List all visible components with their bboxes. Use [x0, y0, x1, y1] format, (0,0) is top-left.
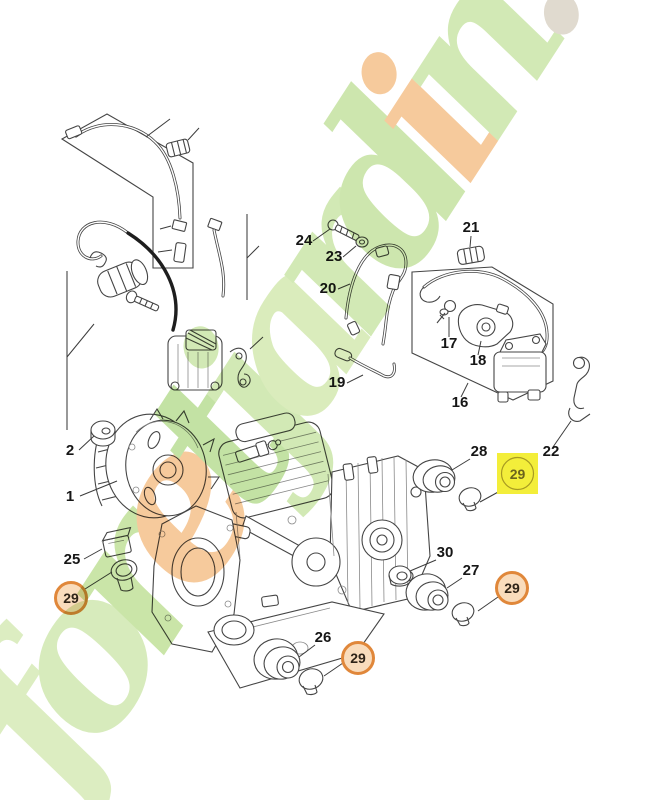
callout-ring [54, 581, 88, 615]
cylinder [218, 412, 335, 519]
part-label-16[interactable]: 16 [452, 394, 469, 411]
callout-number: 29 [510, 466, 526, 482]
callout-number: 29 [350, 650, 366, 666]
coil-clamp-strap [229, 347, 251, 388]
spring-bracket-22 [568, 356, 591, 422]
flywheel-nut [90, 420, 116, 447]
plug-cap-29-left [110, 559, 138, 592]
ignition-lead-wire [126, 231, 178, 332]
callout-29-yellow-highlighted[interactable]: 29 [497, 453, 538, 494]
plug-cap-27 [451, 602, 475, 622]
ignition-module-box [411, 266, 554, 403]
wiring-harness-box [60, 113, 200, 269]
part-label-26[interactable]: 26 [315, 629, 332, 646]
bushing-30 [388, 565, 412, 587]
callout-number: 29 [63, 590, 79, 606]
spark-plug [235, 439, 282, 463]
boot-screw [125, 290, 160, 312]
ignition-coil-left [167, 329, 264, 391]
washer-23 [355, 236, 369, 248]
part-label-30[interactable]: 30 [437, 544, 454, 561]
trigger-module [457, 303, 514, 348]
wire-end-clip [65, 125, 83, 140]
annular-buffer-28 [412, 459, 482, 512]
callout-29-orange-bottom[interactable]: 29 [341, 641, 375, 675]
cable-clip-21 [456, 245, 485, 265]
callout-number: 29 [504, 580, 520, 596]
part-label-18[interactable]: 18 [470, 352, 487, 369]
callout-ring [341, 641, 375, 675]
part-label-24[interactable]: 24 [296, 232, 313, 249]
wire-connector-terminals [171, 219, 188, 263]
ignition-coil-right [493, 333, 547, 403]
screw-24 [327, 219, 360, 241]
plug-cap-28 [458, 487, 482, 507]
plug-cap-26 [298, 668, 324, 690]
boot-spring-spiral [89, 251, 107, 268]
leader-lines [78, 228, 572, 677]
flywheel [93, 407, 221, 519]
part-label-17[interactable]: 17 [441, 335, 458, 352]
callout-ring [495, 571, 529, 605]
module-screw [436, 299, 457, 324]
short-circuit-wire-19 [334, 347, 396, 379]
plug-boot [97, 259, 149, 298]
part-label-21[interactable]: 21 [463, 219, 480, 236]
part-label-27[interactable]: 27 [463, 562, 480, 579]
part-label-2[interactable]: 2 [66, 442, 74, 459]
crankcase-assembly [151, 455, 431, 689]
annular-buffer-27 [405, 573, 475, 627]
yellow-highlight [497, 453, 538, 494]
harness-clip [165, 138, 191, 158]
short-ground-wire [207, 217, 226, 298]
callout-29-orange-right[interactable]: 29 [495, 571, 529, 605]
part-label-23[interactable]: 23 [326, 248, 343, 265]
part-label-19[interactable]: 19 [329, 374, 346, 391]
annular-buffer-26 [253, 638, 324, 696]
callout-ring [500, 456, 535, 491]
part-label-28[interactable]: 28 [471, 443, 488, 460]
part-label-22[interactable]: 22 [543, 443, 560, 460]
spark-plug-boot-assembly [76, 220, 178, 332]
part-label-25[interactable]: 25 [64, 551, 81, 568]
adapter-block-25 [101, 526, 132, 558]
callout-29-orange-left[interactable]: 29 [54, 581, 88, 615]
wire-harness-20 [344, 243, 408, 346]
part-label-1[interactable]: 1 [66, 488, 74, 505]
part-label-20[interactable]: 20 [320, 280, 337, 297]
